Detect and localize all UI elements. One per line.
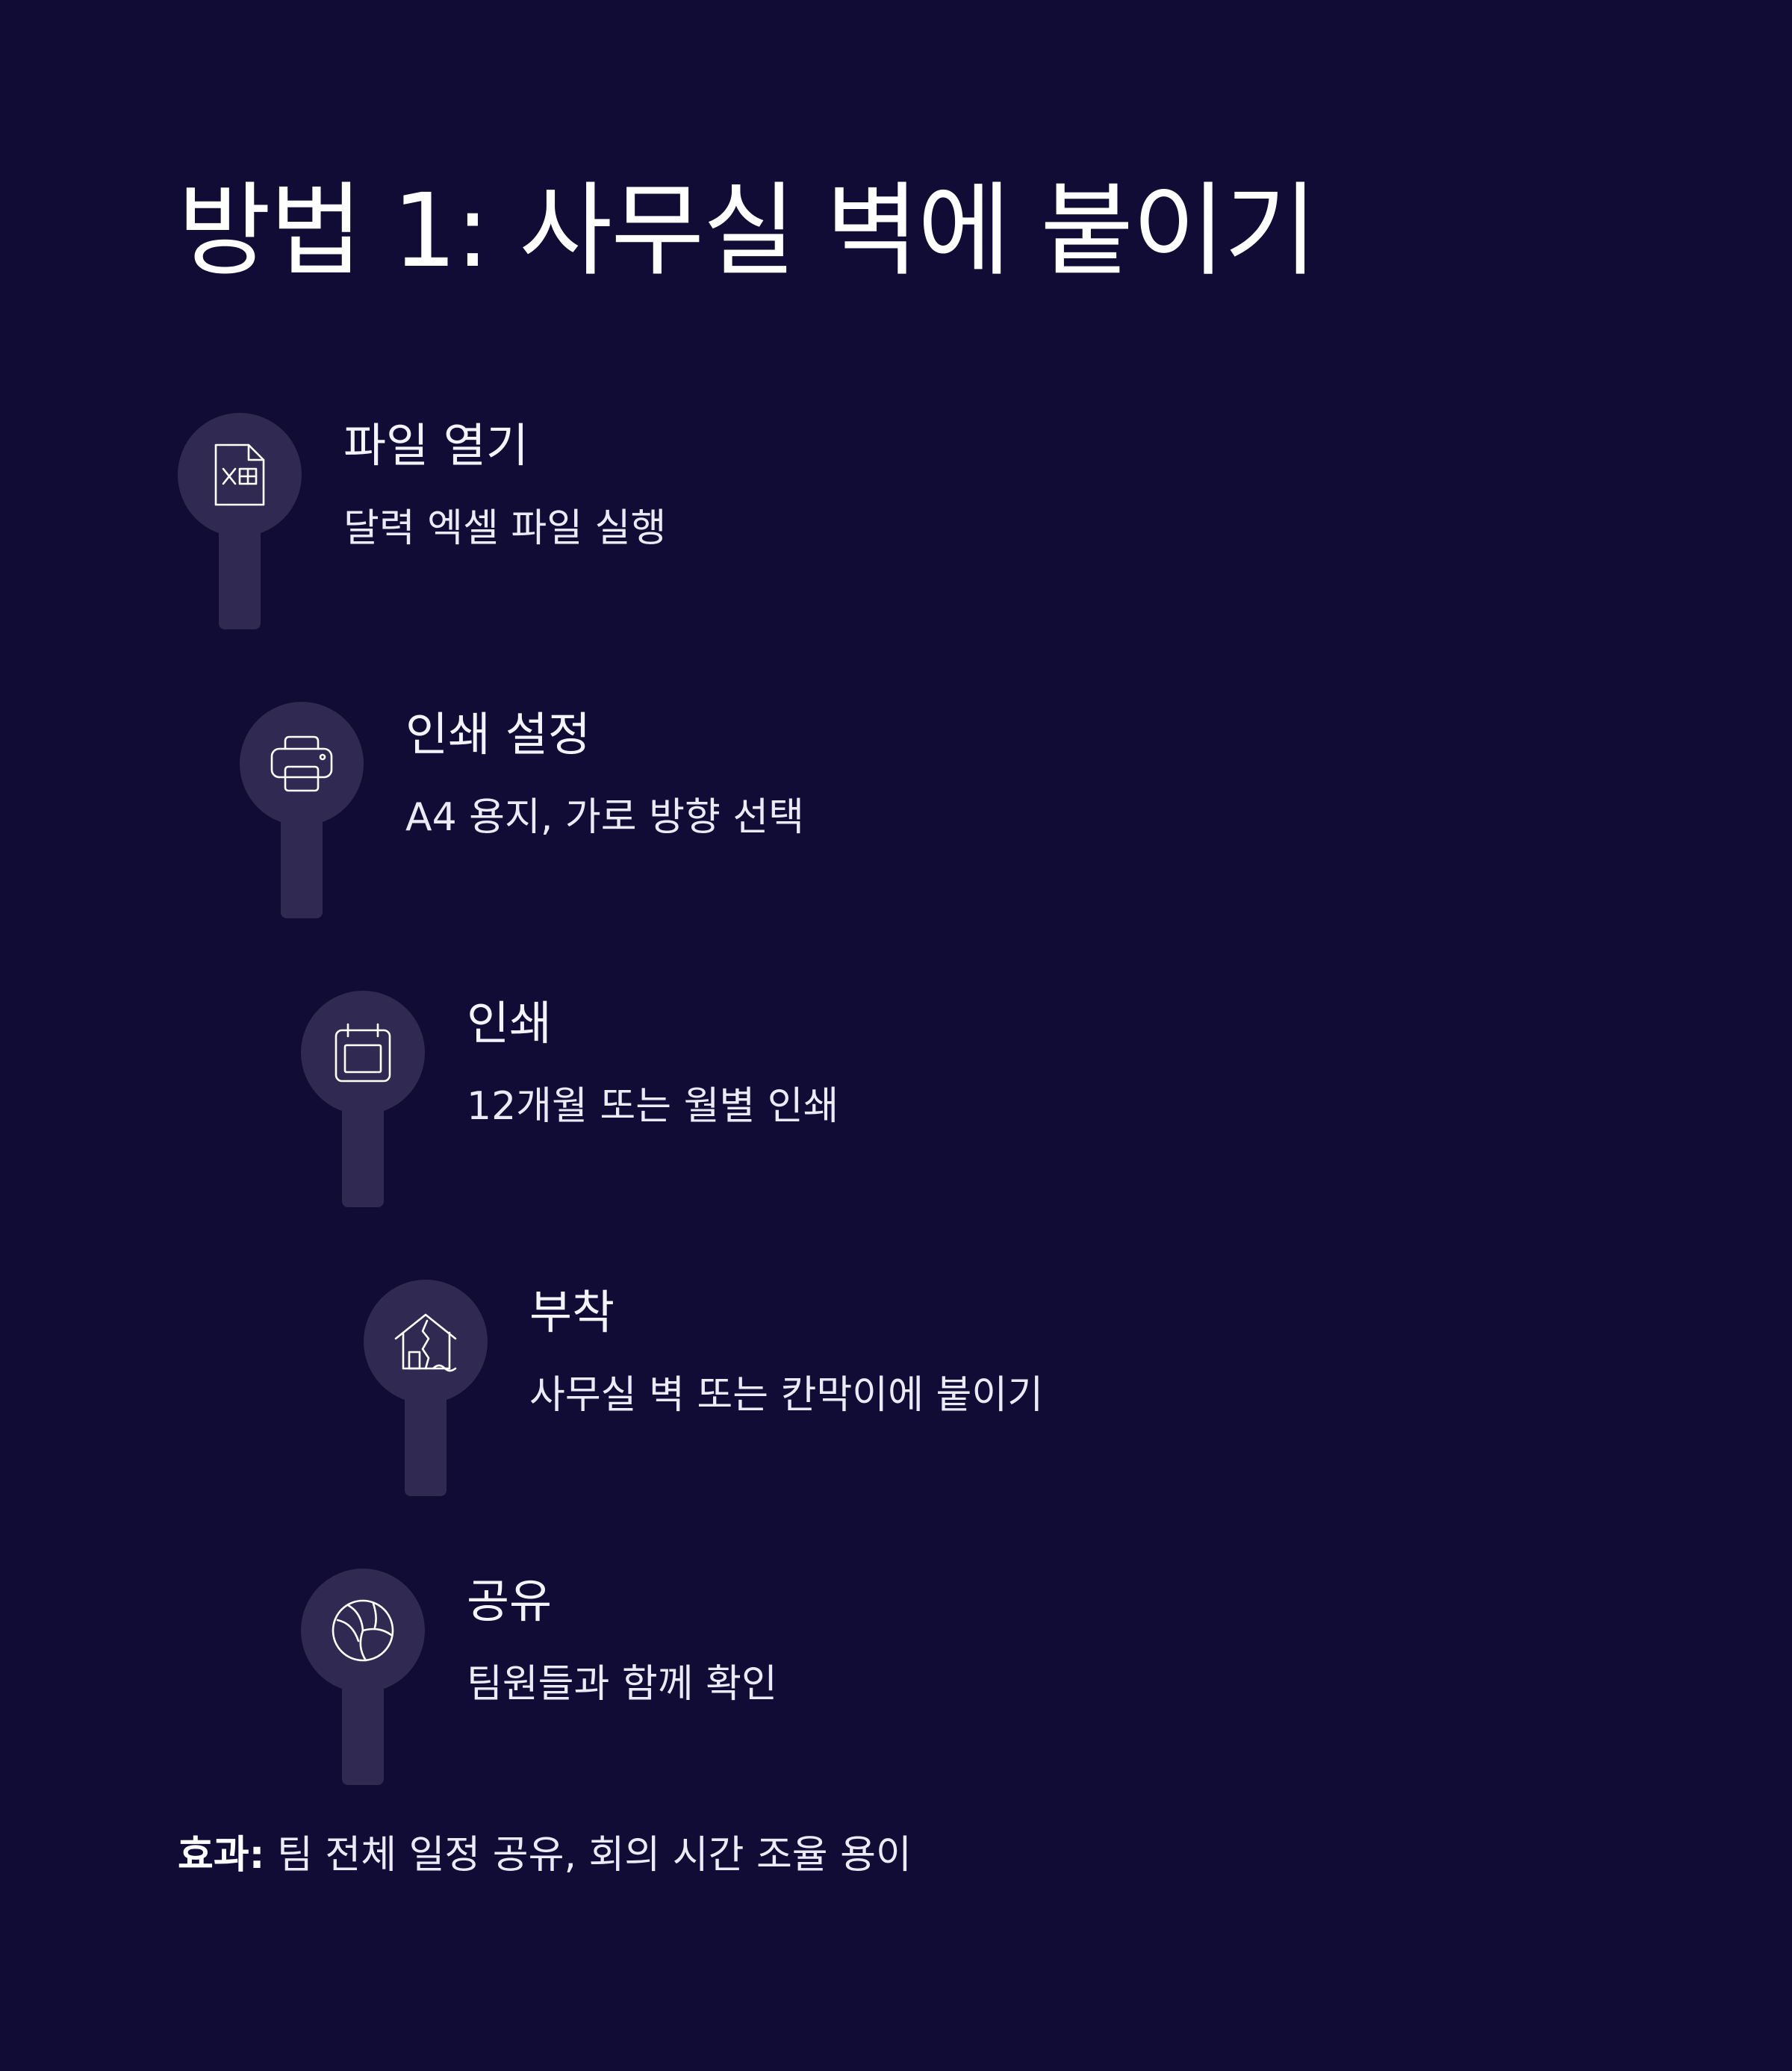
effect-label: 효과: [178, 1833, 265, 1878]
step-marker [178, 413, 302, 537]
wall-house-icon [393, 1309, 458, 1374]
effect-summary: 효과: 팀 전체 일정 공유, 회의 시간 조율 용이 [178, 1829, 912, 1881]
step-marker [240, 702, 364, 826]
step-open-file: 파일 열기 달력 엑셀 파일 실행 [178, 413, 1372, 629]
step-title: 공유 [467, 1574, 553, 1628]
step-description: 사무실 벽 또는 칸막이에 붙이기 [529, 1373, 1044, 1418]
step-marker [364, 1280, 488, 1404]
step-share: 공유 팀원들과 함께 확인 [301, 1569, 1496, 1785]
step-title: 부착 [529, 1285, 615, 1339]
step-description: 달력 엑셀 파일 실행 [343, 506, 667, 551]
step-title: 인쇄 설정 [405, 707, 591, 762]
volleyball-icon [330, 1598, 396, 1663]
step-description: A4 용지, 가로 방향 선택 [405, 795, 805, 840]
step-marker [301, 991, 425, 1115]
step-title: 인쇄 [467, 996, 553, 1050]
step-marker [301, 1569, 425, 1692]
step-title: 파일 열기 [343, 418, 529, 473]
excel-file-icon [207, 442, 273, 508]
step-print: 인쇄 12개월 또는 월별 인쇄 [301, 991, 1496, 1207]
effect-text: 팀 전체 일정 공유, 회의 시간 조율 용이 [264, 1833, 912, 1878]
step-description: 12개월 또는 월별 인쇄 [467, 1084, 839, 1129]
page-title: 방법 1: 사무실 벽에 붙이기 [178, 172, 1317, 290]
step-attach: 부착 사무실 벽 또는 칸막이에 붙이기 [364, 1280, 1558, 1496]
step-description: 팀원들과 함께 확인 [467, 1662, 777, 1707]
step-print-settings: 인쇄 설정 A4 용지, 가로 방향 선택 [240, 702, 1434, 918]
printer-icon [269, 731, 335, 797]
calendar-icon [330, 1020, 396, 1086]
